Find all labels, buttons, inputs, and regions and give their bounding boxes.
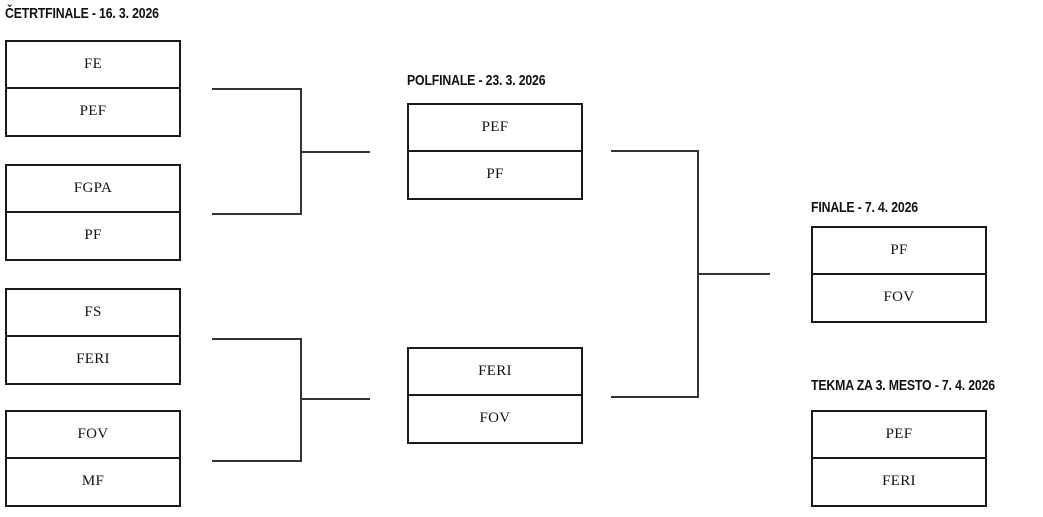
round-title-semifinal: POLFINALE - 23. 3. 2026 [407, 72, 546, 89]
match-box-qf-1[interactable]: FE PEF [5, 40, 181, 137]
match-slot-team[interactable]: FGPA [7, 166, 179, 213]
match-slot-team[interactable]: FERI [813, 458, 985, 505]
match-box-sf-2[interactable]: FERI FOV [407, 347, 583, 444]
connector-line-qf2-to-sf1 [212, 213, 302, 215]
match-slot-team[interactable]: FOV [813, 274, 985, 321]
connector-line-qf4-to-sf2 [212, 460, 302, 462]
match-box-qf-4[interactable]: FOV MF [5, 410, 181, 507]
connector-line-qf3-to-sf2 [212, 338, 302, 340]
match-slot-team[interactable]: PF [409, 151, 581, 198]
connector-stub-final [697, 273, 770, 275]
match-slot-team[interactable]: FE [7, 42, 179, 89]
match-slot-team[interactable]: PEF [813, 412, 985, 459]
round-title-final: FINALE - 7. 4. 2026 [811, 199, 918, 216]
match-slot-team[interactable]: MF [7, 458, 179, 505]
round-title-third-place: TEKMA ZA 3. MESTO - 7. 4. 2026 [811, 377, 995, 394]
connector-bracket-sf2 [300, 338, 302, 462]
match-slot-team[interactable]: FOV [409, 395, 581, 442]
match-box-final[interactable]: PF FOV [811, 226, 987, 323]
match-box-sf-1[interactable]: PEF PF [407, 103, 583, 200]
connector-line-sf1-to-final [611, 150, 699, 152]
round-title-quarterfinal: ČETRTFINALE - 16. 3. 2026 [5, 5, 159, 22]
connector-line-sf2-to-final [611, 396, 699, 398]
connector-stub-sf2 [300, 398, 370, 400]
match-slot-team[interactable]: FERI [409, 349, 581, 396]
match-box-qf-3[interactable]: FS FERI [5, 288, 181, 385]
match-slot-team[interactable]: PEF [7, 88, 179, 135]
match-slot-team[interactable]: PF [7, 212, 179, 259]
connector-stub-sf1 [300, 151, 370, 153]
match-slot-team[interactable]: FERI [7, 336, 179, 383]
match-slot-team[interactable]: FS [7, 290, 179, 337]
match-slot-team[interactable]: PF [813, 228, 985, 275]
connector-line-qf1-to-sf1 [212, 88, 302, 90]
match-box-third-place[interactable]: PEF FERI [811, 410, 987, 507]
match-slot-team[interactable]: PEF [409, 105, 581, 152]
match-box-qf-2[interactable]: FGPA PF [5, 164, 181, 261]
match-slot-team[interactable]: FOV [7, 412, 179, 459]
